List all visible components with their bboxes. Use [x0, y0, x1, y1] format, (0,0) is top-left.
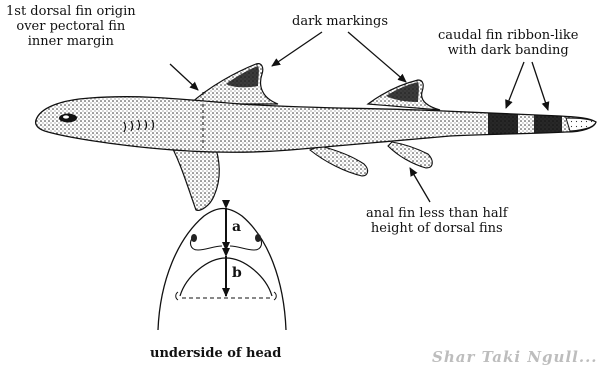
caudal-fin-label: caudal fin ribbon-like with dark banding	[438, 28, 578, 58]
anal-fin-label: anal fin less than half height of dorsal…	[366, 206, 508, 236]
measure-b-label: b	[232, 266, 242, 281]
dorsal-origin-label-line-2: over pectoral fin	[6, 19, 136, 34]
arrow-anal-fin	[410, 168, 430, 202]
caudal-dark-band-2	[534, 115, 562, 133]
pelvic-fin	[310, 146, 368, 176]
caudal-fin-label-line-1: caudal fin ribbon-like	[438, 28, 578, 43]
shark-side-view	[36, 64, 596, 211]
anal-fin	[388, 142, 432, 168]
arrow-caudal-2	[532, 62, 548, 110]
anal-fin-label-line-2: height of dorsal fins	[366, 221, 508, 236]
head-caption: underside of head	[150, 346, 281, 361]
dark-markings-label: dark markings	[292, 14, 388, 29]
head-outline	[158, 209, 286, 331]
arrow-dark-marking-1	[272, 32, 322, 66]
dorsal-origin-label: 1st dorsal fin origin over pectoral fin …	[6, 4, 136, 49]
caudal-dark-band-1	[488, 113, 518, 135]
dorsal-origin-label-line-1: 1st dorsal fin origin	[6, 4, 136, 19]
caudal-fin-label-line-2: with dark banding	[438, 43, 578, 58]
head-underside-view	[158, 208, 286, 330]
arrow-dorsal-origin	[170, 64, 198, 90]
watermark-text: Shar Taki Ngull...	[432, 350, 598, 365]
arrow-caudal-1	[506, 62, 524, 108]
anal-fin-label-line-1: anal fin less than half	[366, 206, 508, 221]
dorsal-origin-label-line-3: inner margin	[6, 34, 136, 49]
caudal-tail-tip	[566, 118, 596, 131]
measure-a-label: a	[232, 220, 241, 235]
arrow-dark-marking-2	[348, 32, 406, 82]
